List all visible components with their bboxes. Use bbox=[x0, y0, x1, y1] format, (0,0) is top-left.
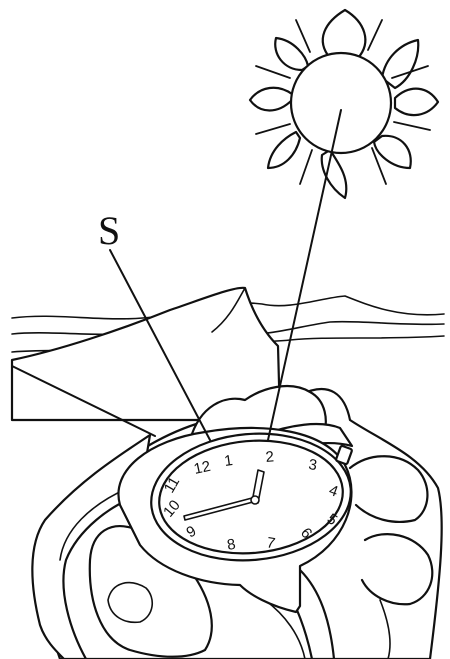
sun-petal-bottom bbox=[322, 150, 347, 198]
hand-hub bbox=[251, 496, 259, 504]
south-label: S bbox=[98, 208, 120, 253]
sun-petal-bottom-right bbox=[374, 136, 411, 168]
sun-petal-top-left bbox=[275, 38, 308, 70]
sun-petal-left bbox=[250, 88, 292, 111]
sun-petal-right bbox=[395, 89, 438, 115]
sun-petal-top-right bbox=[382, 40, 418, 88]
sun bbox=[250, 10, 438, 198]
sun-petal-bottom-left bbox=[268, 132, 300, 168]
numeral-12: 12 bbox=[192, 458, 212, 478]
numeral-2: 2 bbox=[265, 448, 275, 466]
sun-disc bbox=[291, 53, 391, 153]
sun-petal-top bbox=[323, 10, 366, 58]
